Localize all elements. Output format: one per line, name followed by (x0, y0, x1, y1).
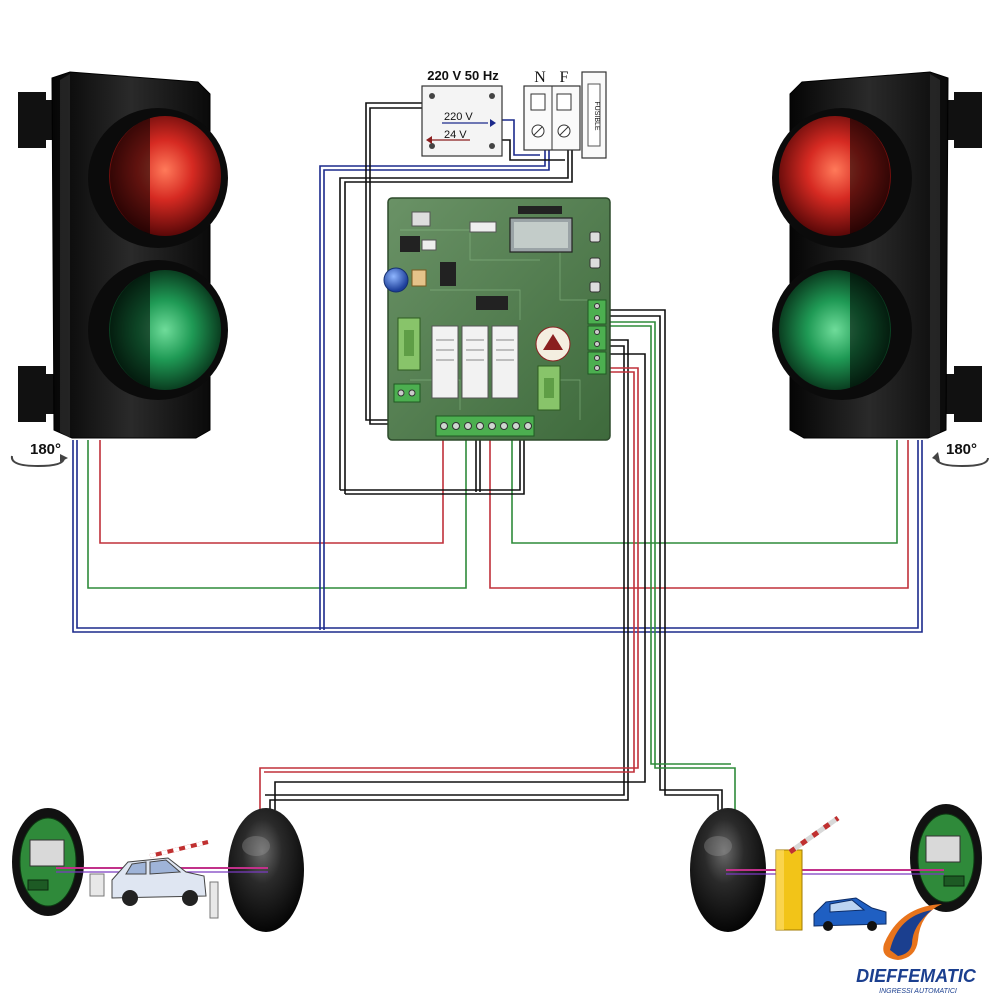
traffic-light-right: 180° (772, 71, 989, 468)
wire-transformer-n (495, 119, 540, 156)
mount-bracket (18, 92, 54, 148)
lcd-screen (514, 222, 568, 248)
wire-photocell-a (605, 309, 719, 810)
rotation-label-left: 180° (30, 441, 61, 458)
board-button[interactable] (589, 257, 601, 269)
mount-bracket (946, 366, 982, 422)
board-button[interactable] (589, 231, 601, 243)
screw-icon (489, 143, 495, 149)
rotate-arrow-icon (934, 455, 989, 468)
terminal-photocell-2 (587, 325, 607, 351)
relay (431, 325, 459, 399)
primary-voltage-label: 220 V (444, 111, 473, 123)
wire-black-supply-a (339, 150, 569, 490)
wire-photocell-b (605, 315, 723, 810)
wire-photocell-f (265, 345, 625, 796)
connector-header (518, 206, 562, 214)
brand-name: DIEFFEMATIC (856, 966, 977, 986)
terminal-n-top (530, 93, 546, 111)
wire-black-board-bottom (340, 440, 521, 491)
phase-label: F (560, 69, 569, 86)
terminal-strip-lights (435, 415, 535, 437)
capacitor-small (411, 269, 427, 287)
barrier-illustration-right (775, 815, 887, 931)
mount-bracket (18, 366, 54, 422)
ic-chip (440, 262, 456, 286)
wire-blue-common-2 (76, 440, 919, 629)
photocell-transmitter-left (228, 808, 304, 932)
wire-blue-supply (319, 150, 546, 630)
fuse-label: FUSIBLE (593, 101, 600, 131)
wire-red-left (99, 440, 444, 544)
screw-icon (429, 93, 435, 99)
car-illustration-left (89, 840, 219, 919)
terminal-f-top (556, 93, 572, 111)
screw-icon (489, 93, 495, 99)
power-supply: 220 V 50 Hz 220 V 24 V N F FUSIBLE (421, 68, 607, 159)
resistor (421, 239, 437, 251)
wire-black-board-bottom-2 (345, 440, 525, 495)
wire-photocell-e (269, 339, 629, 810)
brand-tagline: INGRESSI AUTOMATICI (879, 988, 957, 995)
ic-chip (411, 211, 431, 227)
terminal-24v (393, 383, 421, 403)
rotate-arrow-icon (10, 455, 65, 468)
wire-green-right (511, 440, 898, 544)
ic-chip (476, 296, 508, 310)
wire-black-supply-b (344, 150, 573, 494)
terminal-photocell-3 (587, 351, 607, 375)
transformer-box (421, 85, 503, 157)
control-board (383, 197, 611, 441)
neutral-label: N (534, 69, 546, 86)
ic-chip (400, 236, 420, 252)
label-sticker (469, 221, 497, 233)
terminal-photocell-1 (587, 299, 607, 325)
fuse-icon (587, 83, 601, 147)
rotation-label-right: 180° (946, 441, 977, 458)
wire-photocell-g (259, 367, 639, 810)
secondary-voltage-label: 24 V (444, 129, 467, 141)
wire-photocell-c (605, 321, 736, 810)
pcb (387, 197, 611, 441)
relay (461, 325, 489, 399)
wire-red-right (489, 440, 909, 589)
wire-photocell-h (264, 371, 635, 773)
photocell-receiver-left (12, 808, 84, 916)
wire-green-left (87, 440, 467, 589)
mount-bracket (946, 92, 982, 148)
wire-photocell-d (605, 325, 731, 765)
traffic-light-left: 180° (10, 71, 228, 468)
capacitor (383, 267, 409, 293)
wiring (72, 102, 923, 810)
board-button[interactable] (589, 281, 601, 293)
arrow-right-icon (490, 119, 496, 127)
transformer-title: 220 V 50 Hz (427, 68, 499, 83)
brand-logo: DIEFFEMATIC INGRESSI AUTOMATICI (856, 904, 977, 995)
wire-blue-common-1 (72, 440, 923, 633)
wire-photocell-i (274, 353, 646, 810)
lens-module (29, 839, 65, 867)
lens-module (925, 835, 961, 863)
photocell-receiver-right (910, 804, 982, 912)
photocell-dome (228, 808, 304, 932)
screw-icon (429, 143, 435, 149)
arrow-left-icon (426, 136, 432, 144)
relay (491, 325, 519, 399)
